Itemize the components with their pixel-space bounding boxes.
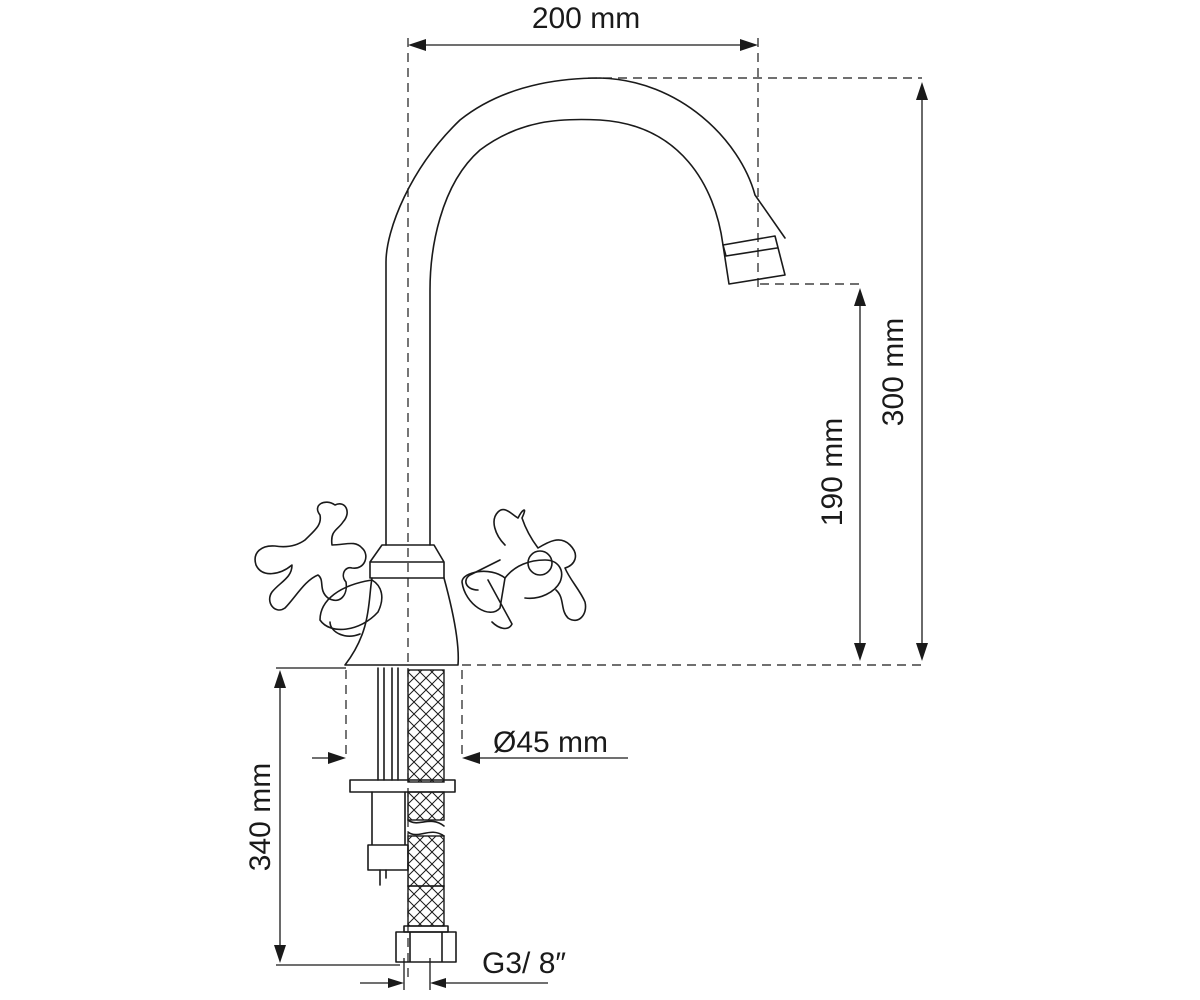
body-base (344, 577, 460, 666)
spout-height-label: 190 mm (816, 418, 849, 526)
braided-hose (395, 669, 457, 963)
spout-inner (429, 118, 724, 546)
left-cross-handle (254, 501, 383, 637)
faucet-body (344, 77, 786, 666)
dimension-hose-length: 340 mm (244, 670, 286, 963)
base-diameter-label: Ø45 mm (493, 726, 608, 759)
dimension-connection-thread: G3/ 8″ (360, 947, 566, 990)
connection-thread-label: G3/ 8″ (482, 947, 566, 980)
extension-lines (276, 38, 922, 980)
body-collar (369, 544, 445, 579)
dimension-spout-height: 190 mm (816, 288, 866, 661)
spout-aerator (722, 235, 786, 285)
dimension-base-diameter: Ø45 mm (312, 726, 628, 764)
spout-reach-label: 200 mm (532, 2, 640, 35)
spout-outer (385, 77, 786, 546)
dimension-total-height: 300 mm (877, 82, 928, 661)
dimension-spout-reach: 200 mm (408, 2, 758, 51)
right-cross-handle (461, 508, 587, 630)
total-height-label: 300 mm (877, 318, 910, 426)
hose-length-label: 340 mm (244, 763, 277, 871)
